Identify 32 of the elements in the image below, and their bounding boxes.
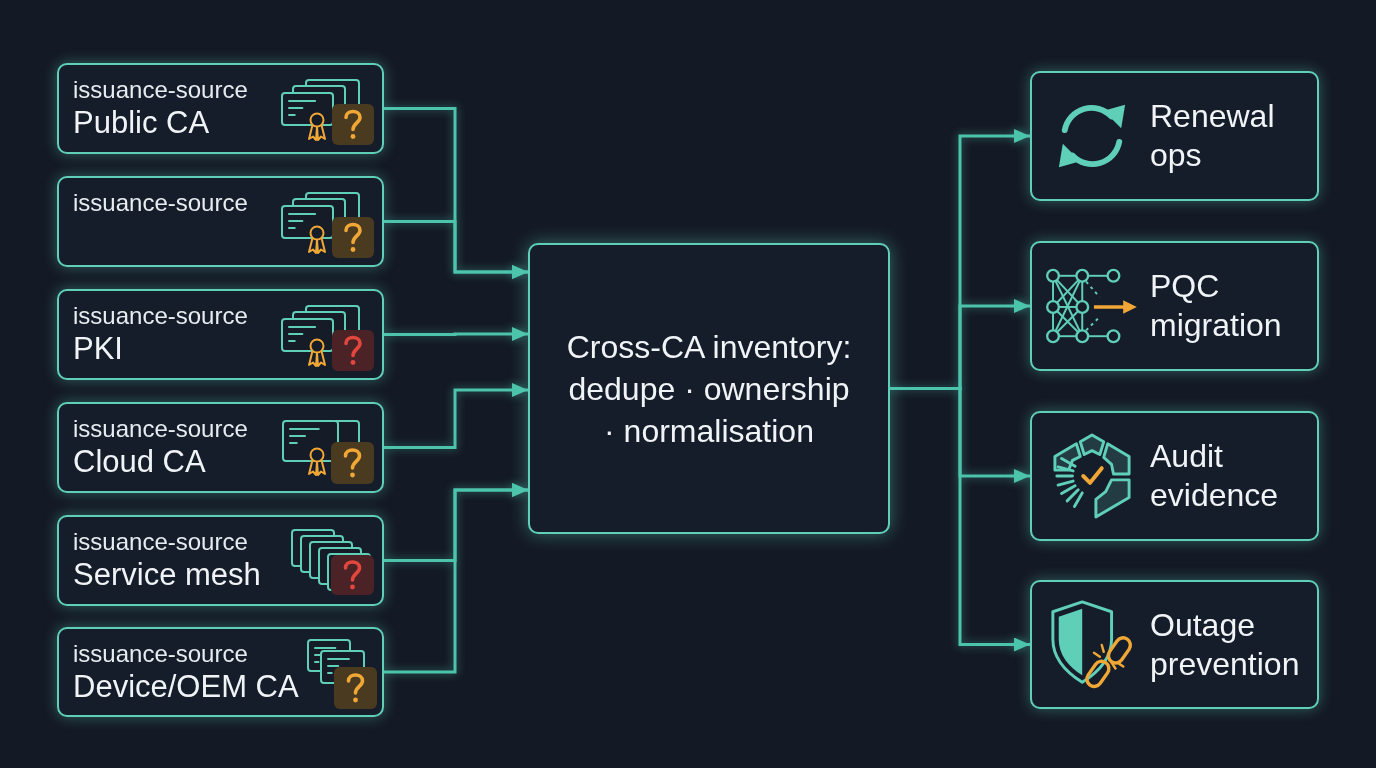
connector-arrow — [384, 327, 528, 341]
outcome-box — [1030, 241, 1319, 371]
source-type-label: issuance-source — [73, 528, 248, 556]
source-box — [57, 627, 384, 717]
source-name-label: Cloud CA — [73, 443, 206, 481]
source-type-label: issuance-source — [73, 189, 248, 217]
outcome-label: Outage prevention — [1150, 605, 1301, 684]
source-box — [57, 63, 384, 154]
source-name-label: Public CA — [73, 104, 210, 142]
outcome-box — [1030, 580, 1319, 709]
source-type-label: issuance-source — [73, 415, 248, 443]
source-type-label: issuance-source — [73, 302, 248, 330]
outcome-box — [1030, 411, 1319, 541]
source-name-label: PKI — [73, 330, 123, 368]
inventory-heading: Cross-CA inventory: dedupe · ownership · normalisation — [565, 327, 853, 451]
source-type-label: issuance-source — [73, 640, 248, 668]
source-box — [57, 402, 384, 493]
source-name-label: Device/OEM CA — [73, 668, 299, 706]
connector-arrow — [384, 220, 528, 279]
connector-arrow — [890, 387, 1030, 652]
inventory-box — [528, 243, 890, 534]
connector-arrow — [384, 383, 528, 449]
outcome-label: PQC migration — [1150, 267, 1283, 345]
source-box — [57, 176, 384, 267]
source-box — [57, 289, 384, 380]
outcome-label: Renewal ops — [1150, 97, 1276, 175]
source-box — [57, 515, 384, 606]
source-type-label: issuance-source — [73, 76, 248, 104]
outcome-label: Audit evidence — [1150, 437, 1280, 515]
connector-arrow — [384, 483, 528, 674]
source-name-label: Service mesh — [73, 556, 261, 594]
outcome-box — [1030, 71, 1319, 201]
